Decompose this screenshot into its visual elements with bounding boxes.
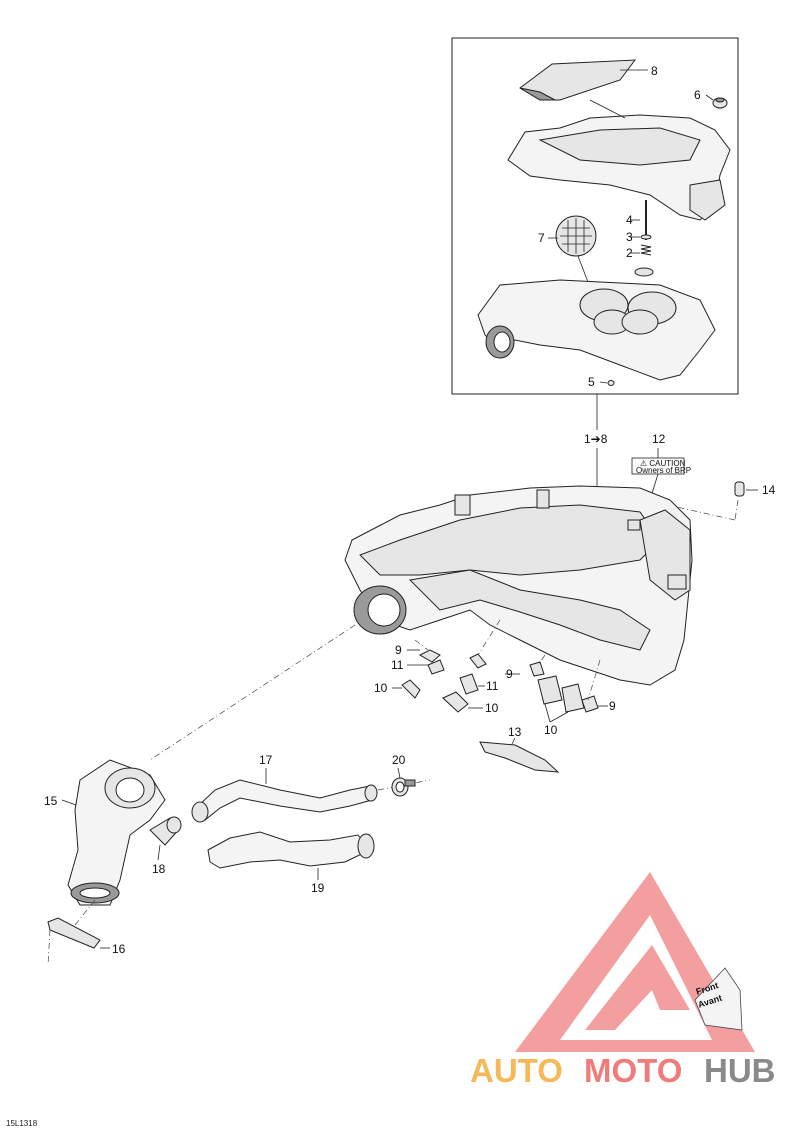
callout-3: 3	[626, 230, 633, 244]
part-19-hose	[207, 831, 375, 880]
watermark-text: AUTO MOTO HUB	[470, 1052, 776, 1089]
callout-11-a: 11	[391, 658, 404, 672]
callout-2: 2	[626, 246, 633, 260]
caution-text: Owners of BRP	[636, 466, 691, 475]
part-6-grommet	[705, 94, 728, 109]
callout-range-1-8: 1➔8	[584, 432, 608, 446]
clamp-parts	[392, 619, 608, 723]
airbox-upper-cover	[507, 99, 731, 221]
callout-17: 17	[259, 753, 273, 767]
callout-13: 13	[508, 725, 522, 739]
callout-7: 7	[538, 231, 545, 245]
part-20-clamp	[391, 767, 416, 797]
callout-10-b: 10	[485, 701, 499, 715]
callout-10-c: 10	[544, 723, 558, 737]
callout-9-c: 9	[609, 699, 616, 713]
callout-5: 5	[588, 375, 595, 389]
caution-title: ⚠ CAUTION	[640, 459, 686, 468]
callout-15: 15	[44, 794, 58, 808]
airbox-lower-detail	[477, 279, 716, 386]
callout-9-a: 9	[395, 643, 402, 657]
part-7-filter	[548, 215, 597, 283]
part-12-caution-label: ⚠ CAUTION Owners of BRP	[631, 448, 691, 501]
part-14-plug	[667, 481, 758, 521]
part-18-fitting	[149, 816, 182, 861]
part-13-seal	[479, 737, 560, 773]
part-16-clamp	[47, 899, 110, 966]
diagram-code: 15L1318	[6, 1119, 38, 1128]
callout-11-b: 11	[486, 679, 499, 693]
callout-19: 19	[311, 881, 325, 895]
callout-9-b: 9	[506, 667, 513, 681]
direction-sign: Front Avant	[694, 967, 743, 1031]
callout-14: 14	[762, 483, 776, 497]
main-airbox	[344, 485, 693, 686]
callout-10-a: 10	[374, 681, 388, 695]
callout-6: 6	[694, 88, 701, 102]
watermark-auto: AUTO	[470, 1052, 563, 1089]
callout-20: 20	[392, 753, 406, 767]
callout-8-top: 8	[651, 64, 658, 78]
part-15-adaptor	[61, 759, 166, 906]
callout-16: 16	[112, 942, 126, 956]
detail-box	[451, 37, 739, 395]
callout-labels: 8 6 4 3 2 7 5 1➔8 12 14 9 11 10 11 10 9 …	[44, 64, 776, 956]
watermark-moto: MOTO	[584, 1052, 682, 1089]
parts-2-3-4-fasteners	[630, 200, 654, 277]
watermark-hub: HUB	[704, 1052, 776, 1089]
callout-12: 12	[652, 432, 666, 446]
callout-4: 4	[626, 213, 633, 227]
part-8-screen	[519, 59, 648, 101]
callout-18: 18	[152, 862, 166, 876]
part-17-hose	[191, 768, 431, 823]
watermark-logo	[515, 872, 755, 1052]
